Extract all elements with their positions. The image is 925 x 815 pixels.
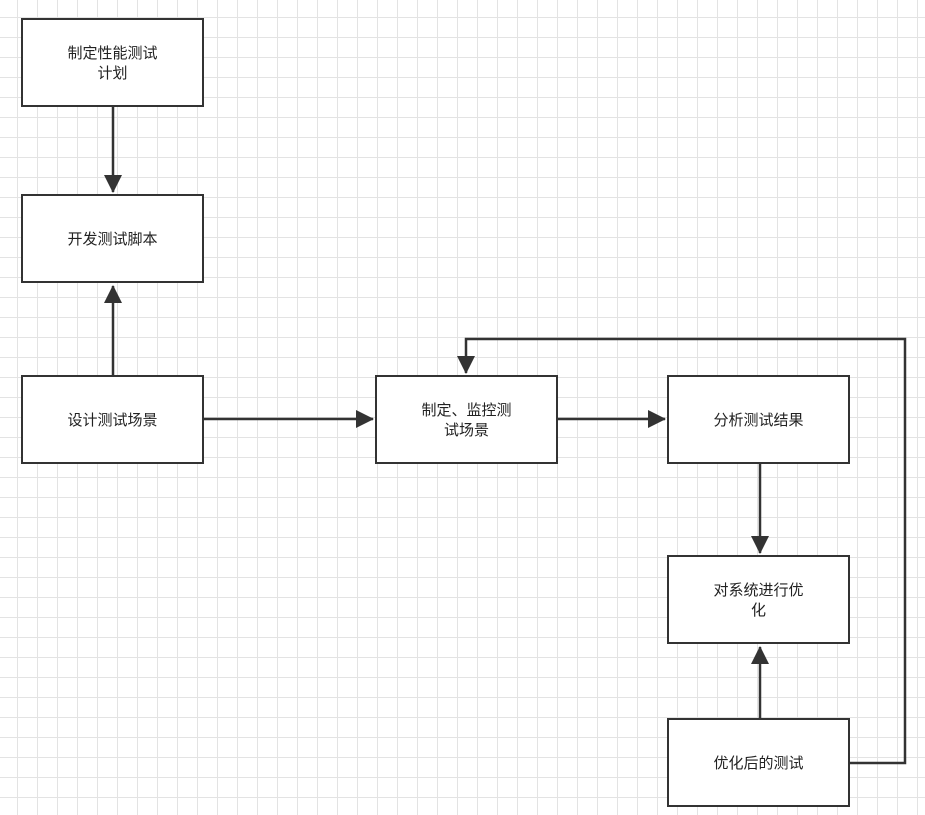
node-optimize: 对系统进行优 化 xyxy=(667,555,850,644)
arrowhead-plan-to-script xyxy=(104,175,122,193)
arrowhead-retest-to-monitor xyxy=(457,356,475,374)
arrowhead-analyze-to-optimize xyxy=(751,536,769,554)
arrowhead-monitor-to-analyze xyxy=(648,410,666,428)
node-optimize-label: 对系统进行优 化 xyxy=(713,580,804,619)
arrowhead-design-to-monitor xyxy=(356,410,374,428)
node-analyze: 分析测试结果 xyxy=(667,375,850,464)
node-script: 开发测试脚本 xyxy=(21,194,204,283)
node-plan-label: 制定性能测试 计划 xyxy=(67,43,158,82)
node-plan: 制定性能测试 计划 xyxy=(21,18,204,107)
node-retest-label: 优化后的测试 xyxy=(713,753,804,772)
arrowhead-design-to-script xyxy=(104,285,122,303)
arrowhead-retest-to-optimize xyxy=(751,646,769,664)
node-design-label: 设计测试场景 xyxy=(67,410,158,429)
node-monitor: 制定、监控测 试场景 xyxy=(375,375,558,464)
node-analyze-label: 分析测试结果 xyxy=(713,410,804,429)
node-retest: 优化后的测试 xyxy=(667,718,850,807)
node-monitor-label: 制定、监控测 试场景 xyxy=(421,400,512,439)
node-script-label: 开发测试脚本 xyxy=(67,229,158,248)
node-design: 设计测试场景 xyxy=(21,375,204,464)
arrow-retest-to-monitor xyxy=(464,337,907,765)
